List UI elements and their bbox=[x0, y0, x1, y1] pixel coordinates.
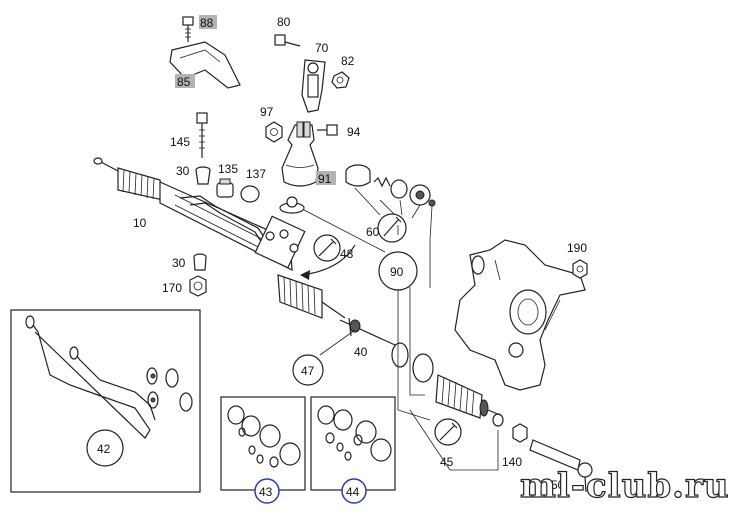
label-70: 70 bbox=[315, 41, 329, 55]
label-140: 140 bbox=[502, 455, 522, 469]
o-ring-part bbox=[390, 179, 408, 199]
nut-part-82 bbox=[331, 71, 350, 89]
nut-part-190 bbox=[572, 259, 588, 279]
wrench-symbol-48 bbox=[313, 234, 341, 262]
label-85: 85 bbox=[177, 75, 191, 89]
label-80: 80 bbox=[277, 15, 291, 29]
boot-part-45 bbox=[435, 374, 501, 419]
label-82: 82 bbox=[341, 54, 355, 68]
clamp-part bbox=[492, 413, 504, 427]
label-10: 10 bbox=[133, 216, 147, 230]
label-60: 60 bbox=[366, 225, 380, 239]
wrench-symbol-60 bbox=[377, 213, 407, 243]
seal-kit-box-44 bbox=[310, 396, 396, 491]
watermark-logo: ml-club.ru bbox=[520, 466, 730, 506]
nut-part-97 bbox=[265, 121, 283, 143]
spring-part bbox=[373, 176, 391, 188]
steering-joint-part-70 bbox=[301, 59, 326, 113]
label-highlight bbox=[316, 171, 336, 185]
label-47: 47 bbox=[301, 364, 315, 378]
bolt-part-145 bbox=[196, 112, 208, 158]
steering-rack-part-10 bbox=[93, 157, 346, 319]
label-88: 88 bbox=[200, 16, 214, 30]
steering-boot-part-91 bbox=[281, 121, 319, 187]
seal-ring-part-137 bbox=[240, 185, 260, 203]
label-90: 90 bbox=[390, 265, 404, 279]
sleeve-part-30-upper bbox=[195, 166, 211, 185]
plug-part-135 bbox=[216, 178, 234, 198]
label-91: 91 bbox=[318, 172, 332, 186]
label-45: 45 bbox=[440, 455, 454, 469]
sleeve-part-30-lower bbox=[193, 253, 207, 271]
steering-knuckle-part bbox=[454, 239, 586, 391]
wrench-symbol-45 bbox=[434, 418, 462, 446]
label-190: 190 bbox=[567, 241, 587, 255]
label-highlight bbox=[175, 74, 195, 88]
valve-cover-part bbox=[345, 164, 371, 187]
callout-circle-43 bbox=[254, 478, 280, 504]
callout-circle-44 bbox=[341, 478, 367, 504]
label-135: 135 bbox=[218, 162, 238, 176]
callout-circle-42 bbox=[86, 429, 124, 467]
label-42: 42 bbox=[97, 442, 111, 456]
inner-tie-rod-part-40 bbox=[339, 317, 396, 346]
label-30-lower: 30 bbox=[172, 256, 186, 270]
label-40: 40 bbox=[354, 345, 368, 359]
washer-part bbox=[279, 196, 305, 214]
tie-rod-end-part-50 bbox=[529, 439, 593, 493]
pipe-inset-box bbox=[10, 309, 201, 493]
bolt-part-80 bbox=[274, 34, 301, 47]
label-137: 137 bbox=[246, 167, 266, 181]
label-43: 43 bbox=[259, 485, 273, 499]
ring-part bbox=[391, 342, 409, 368]
label-48: 48 bbox=[340, 247, 354, 261]
valve-cap-part bbox=[409, 184, 431, 206]
label-highlight bbox=[199, 15, 217, 29]
label-97: 97 bbox=[260, 105, 274, 119]
seal-kit-box-43 bbox=[220, 396, 306, 491]
label-30-upper: 30 bbox=[176, 164, 190, 178]
bolt-part-94 bbox=[317, 124, 338, 136]
pointer-arrowhead bbox=[300, 270, 310, 280]
label-170: 170 bbox=[162, 281, 182, 295]
nut-part-170 bbox=[189, 275, 207, 297]
bolt-part-88 bbox=[182, 16, 194, 42]
nut-part bbox=[512, 423, 528, 443]
label-94: 94 bbox=[347, 125, 361, 139]
callout-circle-47 bbox=[292, 354, 324, 386]
label-44: 44 bbox=[346, 485, 360, 499]
label-50: 50 bbox=[551, 478, 565, 492]
ring-part-large bbox=[412, 353, 434, 383]
label-145: 145 bbox=[170, 135, 190, 149]
ball-part bbox=[428, 199, 436, 207]
